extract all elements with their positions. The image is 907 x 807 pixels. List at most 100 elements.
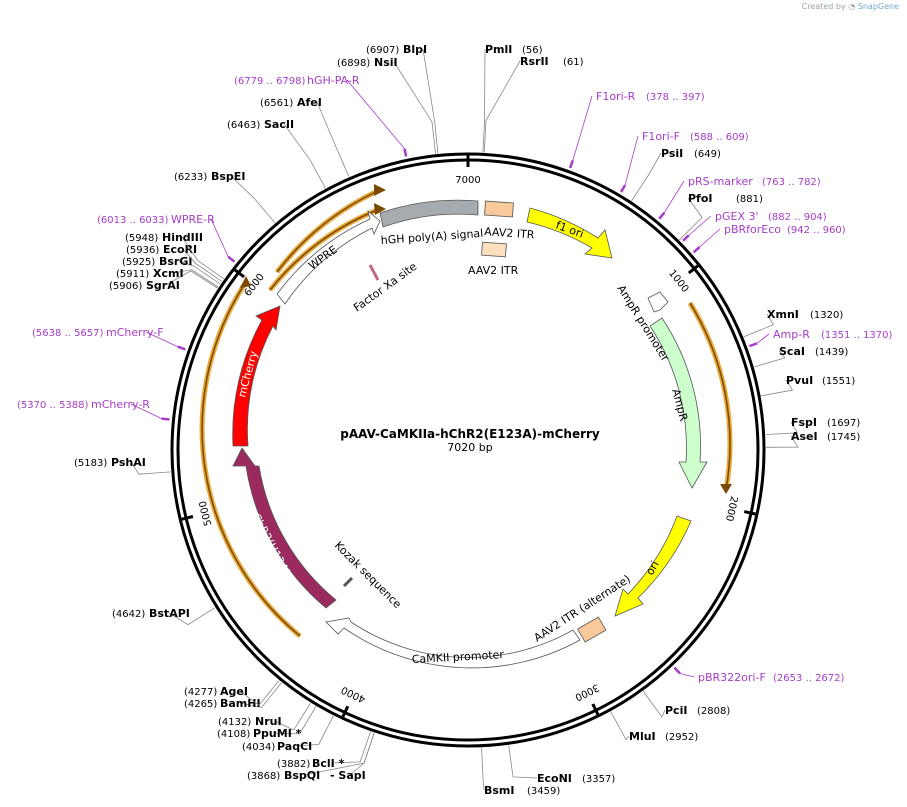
enzyme-position: (4108) <box>217 729 250 740</box>
enzyme-name: FspI <box>791 416 817 429</box>
enzyme-position: (1439) <box>815 347 848 358</box>
enzyme-position: (5906) <box>109 281 142 292</box>
label-ori: ori <box>643 559 661 578</box>
credit-brand: SnapGene <box>857 2 899 11</box>
enzyme-position: (4277) <box>184 687 217 698</box>
enzyme-leader <box>642 690 666 718</box>
enzyme-leader <box>272 706 317 735</box>
enzyme-position: (3882) <box>277 759 310 770</box>
primer-range: (2653 .. 2672) <box>773 673 845 684</box>
tick-mark <box>232 267 245 279</box>
primer-leader <box>130 403 162 419</box>
primer-range: (882 .. 904) <box>768 212 827 223</box>
enzyme-leader <box>165 270 218 289</box>
enzyme-position: (881) <box>736 194 763 205</box>
primer-name: pBR322ori-F <box>698 671 766 684</box>
primer-mark <box>619 184 627 193</box>
primer-range: (942 .. 960) <box>787 225 846 236</box>
tick-mark <box>178 515 194 522</box>
primer-mark <box>682 234 690 242</box>
enzyme-position: (2808) <box>697 706 730 717</box>
label-aav2-itr-inner: AAV2 ITR <box>468 264 519 277</box>
feature-ampr <box>649 317 708 489</box>
label-mcherry: mCherry <box>235 349 260 399</box>
primer-name: mCherry-F <box>106 326 164 339</box>
enzyme-leader <box>172 269 219 288</box>
enzyme-name: NsiI <box>374 56 398 69</box>
enzyme-position: (3357) <box>582 774 615 785</box>
enzyme-position: (4034) <box>242 742 275 753</box>
tick-mark <box>687 263 701 275</box>
primer-leader <box>699 228 721 248</box>
enzyme-leader <box>178 260 221 285</box>
enzyme-name: BstAPI <box>149 607 190 620</box>
enzyme-name: BamHI <box>220 697 261 710</box>
primer-mark <box>692 246 701 254</box>
enzyme-leader <box>168 607 216 626</box>
enzyme-leader <box>631 152 662 202</box>
feature-mcherry <box>232 305 281 447</box>
enzyme-leader <box>482 48 486 153</box>
feature-hgh-polya <box>379 199 479 228</box>
snapgene-logo-icon: ◔ <box>848 2 856 11</box>
primer-range: (1351 .. 1370) <box>821 330 893 341</box>
enzyme-name: AgeI <box>220 685 248 698</box>
enzyme-leader <box>481 747 485 791</box>
enzyme-position: (4642) <box>112 609 145 620</box>
enzyme-leader <box>483 60 521 153</box>
primer-range: (6779 .. 6798) <box>234 76 306 87</box>
enzyme-leader <box>760 379 794 397</box>
label-f1-ori: f1 ori <box>554 219 585 241</box>
enzyme-leader <box>239 680 280 706</box>
enzyme-position: (1745) <box>827 432 860 443</box>
primer-leader <box>756 333 770 344</box>
enzyme-name: PvuI <box>786 374 813 387</box>
enzyme-position: (4132) <box>218 717 251 728</box>
primer-name: WPRE-R <box>171 213 215 226</box>
primer-mark <box>403 148 408 157</box>
enzyme-name: - SapI <box>330 769 366 782</box>
enzyme-position: (6561) <box>260 98 293 109</box>
enzyme-name: PfoI <box>688 192 713 205</box>
primer-name: Amp-R <box>773 328 810 341</box>
primer-mark <box>227 255 236 263</box>
enzyme-name: PshAI <box>111 456 146 469</box>
enzyme-name: ScaI <box>779 345 805 358</box>
feature-wpre <box>276 209 381 305</box>
orf-arrow-1-head <box>374 184 386 196</box>
primer-range: (763 .. 782) <box>762 177 821 188</box>
primer-leader <box>663 180 685 213</box>
enzyme-leader <box>283 123 326 189</box>
enzyme-leader <box>296 715 334 747</box>
tick-label: 1000 <box>666 268 691 295</box>
snapgene-credit: Created by ◔ SnapGene <box>802 2 899 11</box>
primer-name: pBRforEco <box>724 223 781 236</box>
enzyme-position: (2952) <box>665 732 698 743</box>
enzyme-name: AseI <box>791 430 818 443</box>
tick-mark <box>591 703 601 718</box>
enzyme-position: (4265) <box>184 699 217 710</box>
primer-mark <box>673 666 681 675</box>
tick-label: 2000 <box>723 495 739 522</box>
primer-range: (588 .. 609) <box>690 132 749 143</box>
enzyme-leader <box>765 421 799 435</box>
feature-factor-xa <box>368 264 380 281</box>
enzyme-position: (1697) <box>827 418 860 429</box>
enzyme-leader <box>182 248 223 282</box>
primer-name: pRS-marker <box>688 175 753 188</box>
enzyme-leader <box>274 702 311 731</box>
feature-f1-ori <box>526 207 613 259</box>
restriction-sites: PmlI(56)RsrII(61)PsiI(649)PfoI(881)XmnI(… <box>74 43 860 797</box>
enzyme-position: (649) <box>694 149 721 160</box>
primer-leader <box>688 215 712 236</box>
enzyme-name: SgrAI <box>146 279 180 292</box>
primer-range: (378 .. 397) <box>646 92 705 103</box>
enzyme-leader <box>181 236 225 280</box>
enzyme-name: PaqCI <box>277 740 312 753</box>
orf-arrow-2-head <box>374 203 386 215</box>
enzyme-position: (6233) <box>174 172 207 183</box>
enzyme-name: PsiI <box>661 147 683 160</box>
enzyme-leader <box>239 682 282 708</box>
enzyme-name: RsrII <box>520 55 549 68</box>
